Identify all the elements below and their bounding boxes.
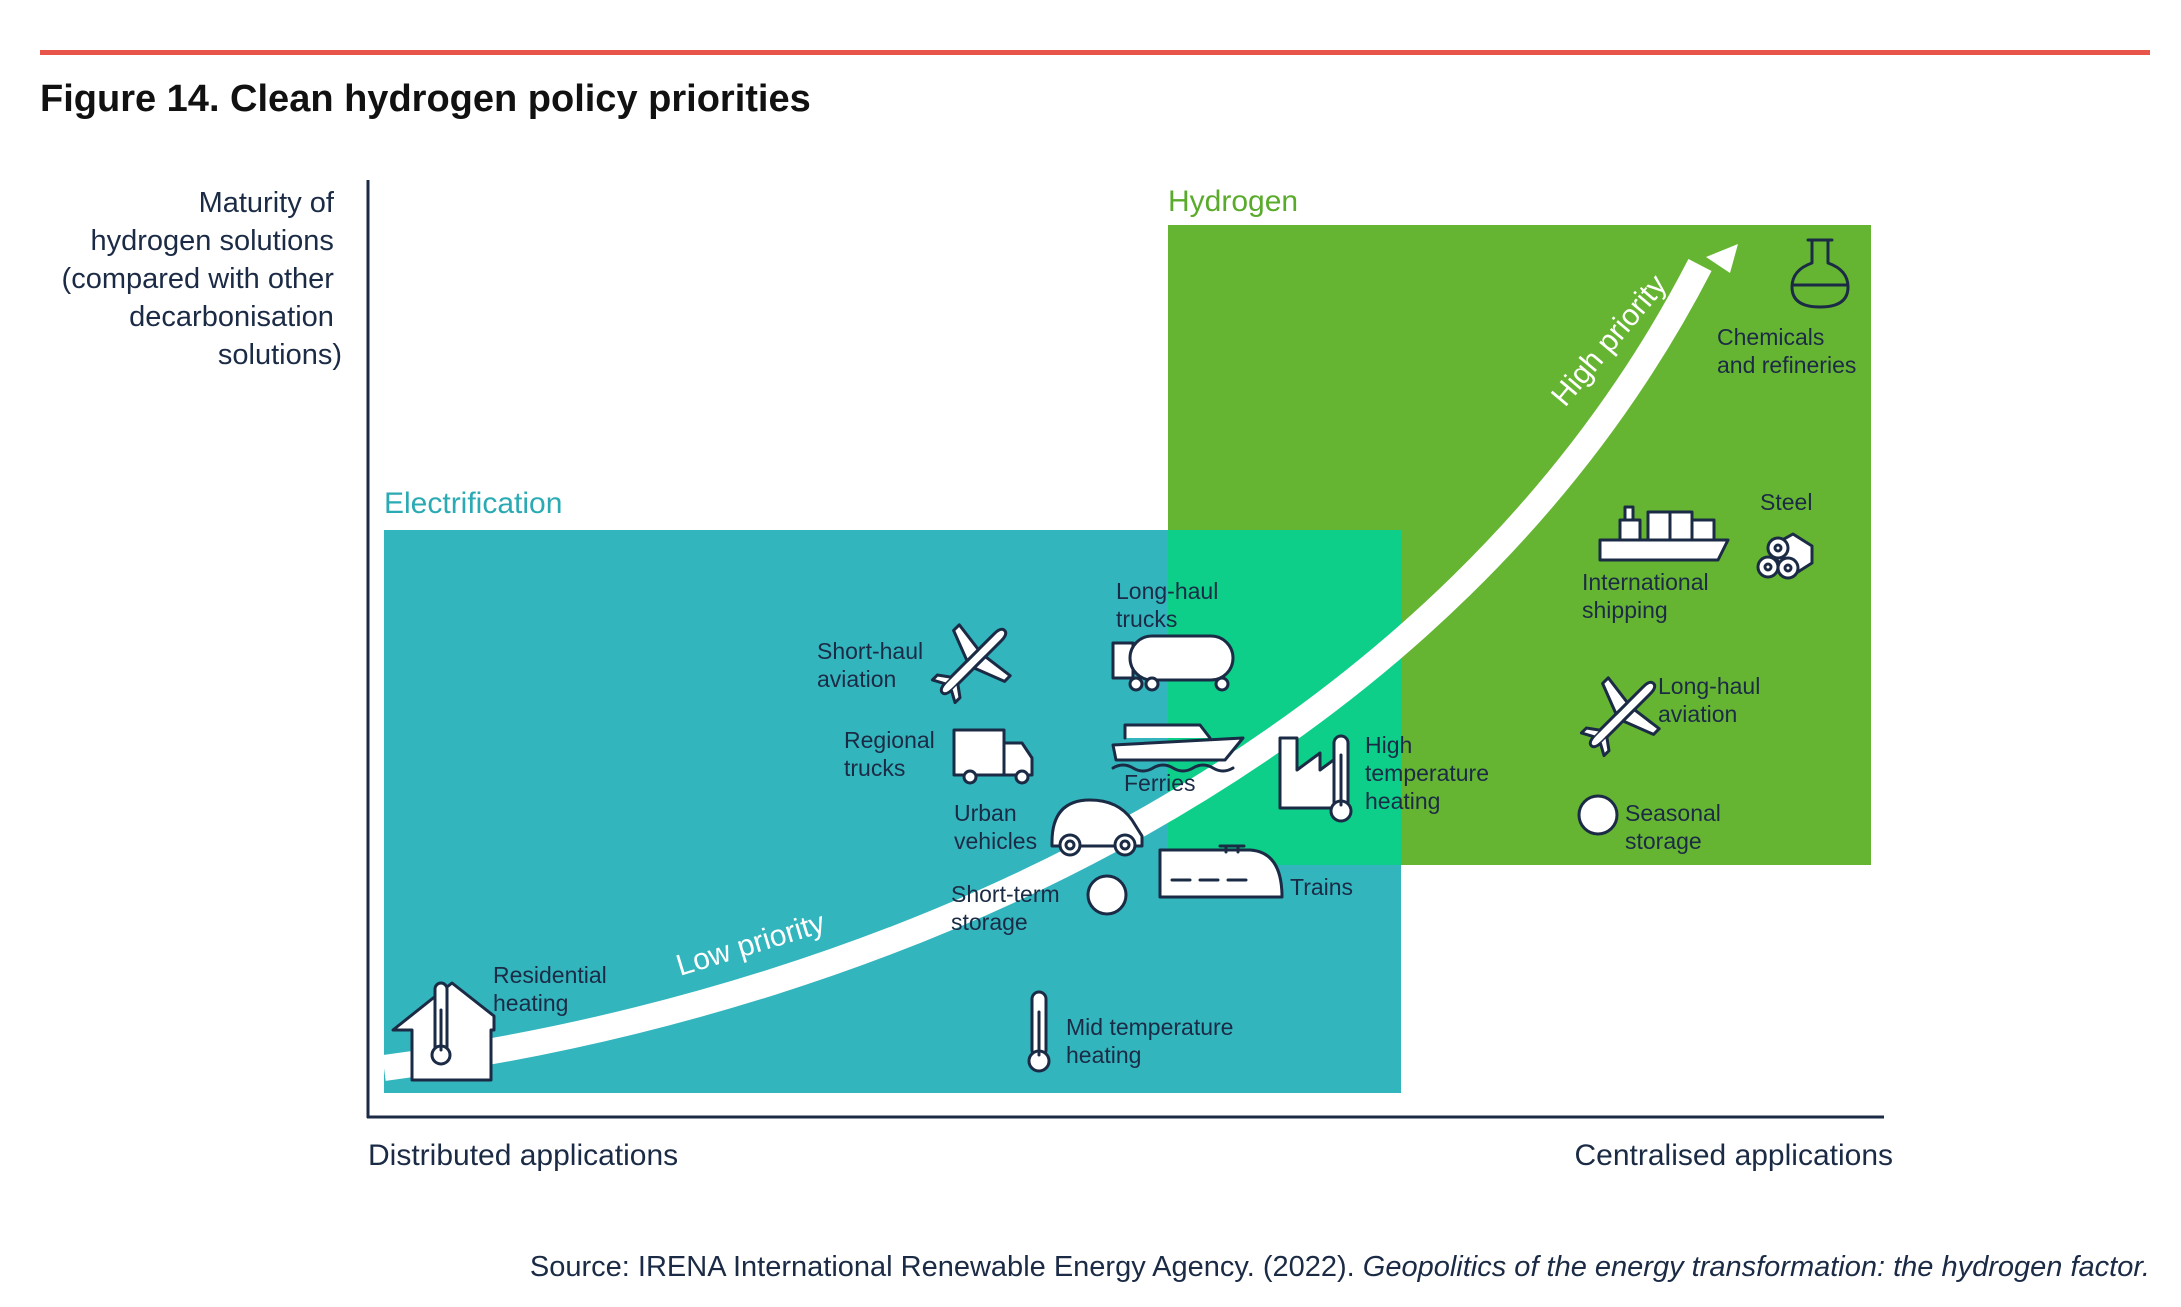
source-citation: Source: IRENA International Renewable En… bbox=[530, 1251, 2150, 1283]
label-line: heating bbox=[1066, 1042, 1141, 1068]
x-axis-left-label: Distributed applications bbox=[368, 1139, 678, 1172]
label-line: storage bbox=[951, 909, 1028, 935]
tanker-truck-icon bbox=[1111, 634, 1235, 692]
long-haul-aviation-label: Long-haul aviation bbox=[1658, 673, 1767, 727]
train-icon bbox=[1158, 844, 1284, 899]
thermometer-icon bbox=[1027, 990, 1051, 1073]
label-line: High bbox=[1365, 732, 1412, 758]
factory-thermometer-icon bbox=[1278, 734, 1353, 823]
flask-icon bbox=[1790, 238, 1850, 309]
container-ship-icon bbox=[1598, 505, 1730, 562]
label-line: aviation bbox=[817, 666, 896, 692]
label-line: Short-term bbox=[951, 881, 1060, 907]
label-line: Trains bbox=[1290, 874, 1353, 900]
label-line: International bbox=[1582, 569, 1709, 595]
trains-label: Trains bbox=[1290, 874, 1353, 900]
source-prefix: Source: IRENA International Renewable En… bbox=[530, 1251, 1363, 1283]
label-line: heating bbox=[1365, 788, 1440, 814]
label-line: Ferries bbox=[1124, 770, 1196, 796]
label-line: trucks bbox=[844, 755, 905, 781]
y-axis-label: Maturity of hydrogen solutions (compared… bbox=[62, 187, 342, 371]
label-line: and refineries bbox=[1717, 352, 1856, 378]
truck-icon bbox=[952, 728, 1034, 785]
short-term-storage-label: Short-term storage bbox=[951, 881, 1066, 935]
y-axis-label-line: solutions) bbox=[218, 339, 342, 371]
label-line: Chemicals bbox=[1717, 324, 1824, 350]
airplane-icon bbox=[930, 623, 1012, 705]
residential-heating-label: Residential heating bbox=[493, 962, 613, 1016]
label-line: Short-haul bbox=[817, 638, 923, 664]
y-axis-label-line: decarbonisation bbox=[129, 301, 334, 333]
label-line: Regional bbox=[844, 727, 935, 753]
ferry-icon bbox=[1111, 723, 1245, 773]
label-line: shipping bbox=[1582, 597, 1668, 623]
label-line: Mid temperature bbox=[1066, 1014, 1233, 1040]
regional-trucks-label: Regional trucks bbox=[844, 727, 941, 781]
label-line: temperature bbox=[1365, 760, 1489, 786]
top-accent-rule bbox=[40, 50, 2150, 55]
label-line: aviation bbox=[1658, 701, 1737, 727]
urban-vehicles-label: Urban vehicles bbox=[954, 800, 1037, 854]
label-line: Urban bbox=[954, 800, 1017, 826]
seasonal-storage-label: Seasonal storage bbox=[1625, 800, 1727, 854]
steel-rolls-icon bbox=[1756, 532, 1814, 580]
y-axis-label-line: hydrogen solutions bbox=[90, 225, 333, 257]
label-line: Long-haul bbox=[1658, 673, 1760, 699]
international-shipping-label: International shipping bbox=[1582, 569, 1715, 623]
airplane-icon bbox=[1579, 676, 1661, 758]
hydrogen-label: Hydrogen bbox=[1168, 185, 1298, 218]
short-haul-aviation-label: Short-haul aviation bbox=[817, 638, 930, 692]
long-haul-trucks-label: Long-haul trucks bbox=[1116, 578, 1225, 632]
car-icon bbox=[1050, 798, 1144, 857]
label-line: heating bbox=[493, 990, 568, 1016]
electrification-label: Electrification bbox=[384, 487, 562, 520]
priority-curve bbox=[382, 259, 1712, 1081]
source-title: Geopolitics of the energy transformation… bbox=[1363, 1251, 2150, 1283]
figure-title: Figure 14. Clean hydrogen policy priorit… bbox=[40, 78, 811, 120]
high-temperature-heating-label: High temperature heating bbox=[1365, 732, 1495, 814]
priority-curve-arrowhead bbox=[1706, 244, 1738, 273]
chemicals-and-refineries-label: Chemicals and refineries bbox=[1717, 324, 1856, 378]
label-line: Seasonal bbox=[1625, 800, 1721, 826]
mid-temperature-heating-label: Mid temperature heating bbox=[1066, 1014, 1240, 1068]
y-axis-label-line: (compared with other bbox=[62, 263, 335, 295]
label-line: vehicles bbox=[954, 828, 1037, 854]
label-line: trucks bbox=[1116, 606, 1177, 632]
seasonal-storage-icon bbox=[1577, 794, 1619, 836]
label-line: Residential bbox=[493, 962, 607, 988]
short-term-storage-icon bbox=[1086, 874, 1128, 916]
label-line: Steel bbox=[1760, 489, 1812, 515]
x-axis-right-label: Centralised applications bbox=[1574, 1139, 1893, 1172]
y-axis-label-line: Maturity of bbox=[199, 187, 335, 219]
label-line: Long-haul bbox=[1116, 578, 1218, 604]
label-line: storage bbox=[1625, 828, 1702, 854]
steel-label: Steel bbox=[1760, 489, 1812, 515]
house-thermometer-icon bbox=[391, 981, 496, 1082]
ferries-label: Ferries bbox=[1124, 770, 1196, 796]
